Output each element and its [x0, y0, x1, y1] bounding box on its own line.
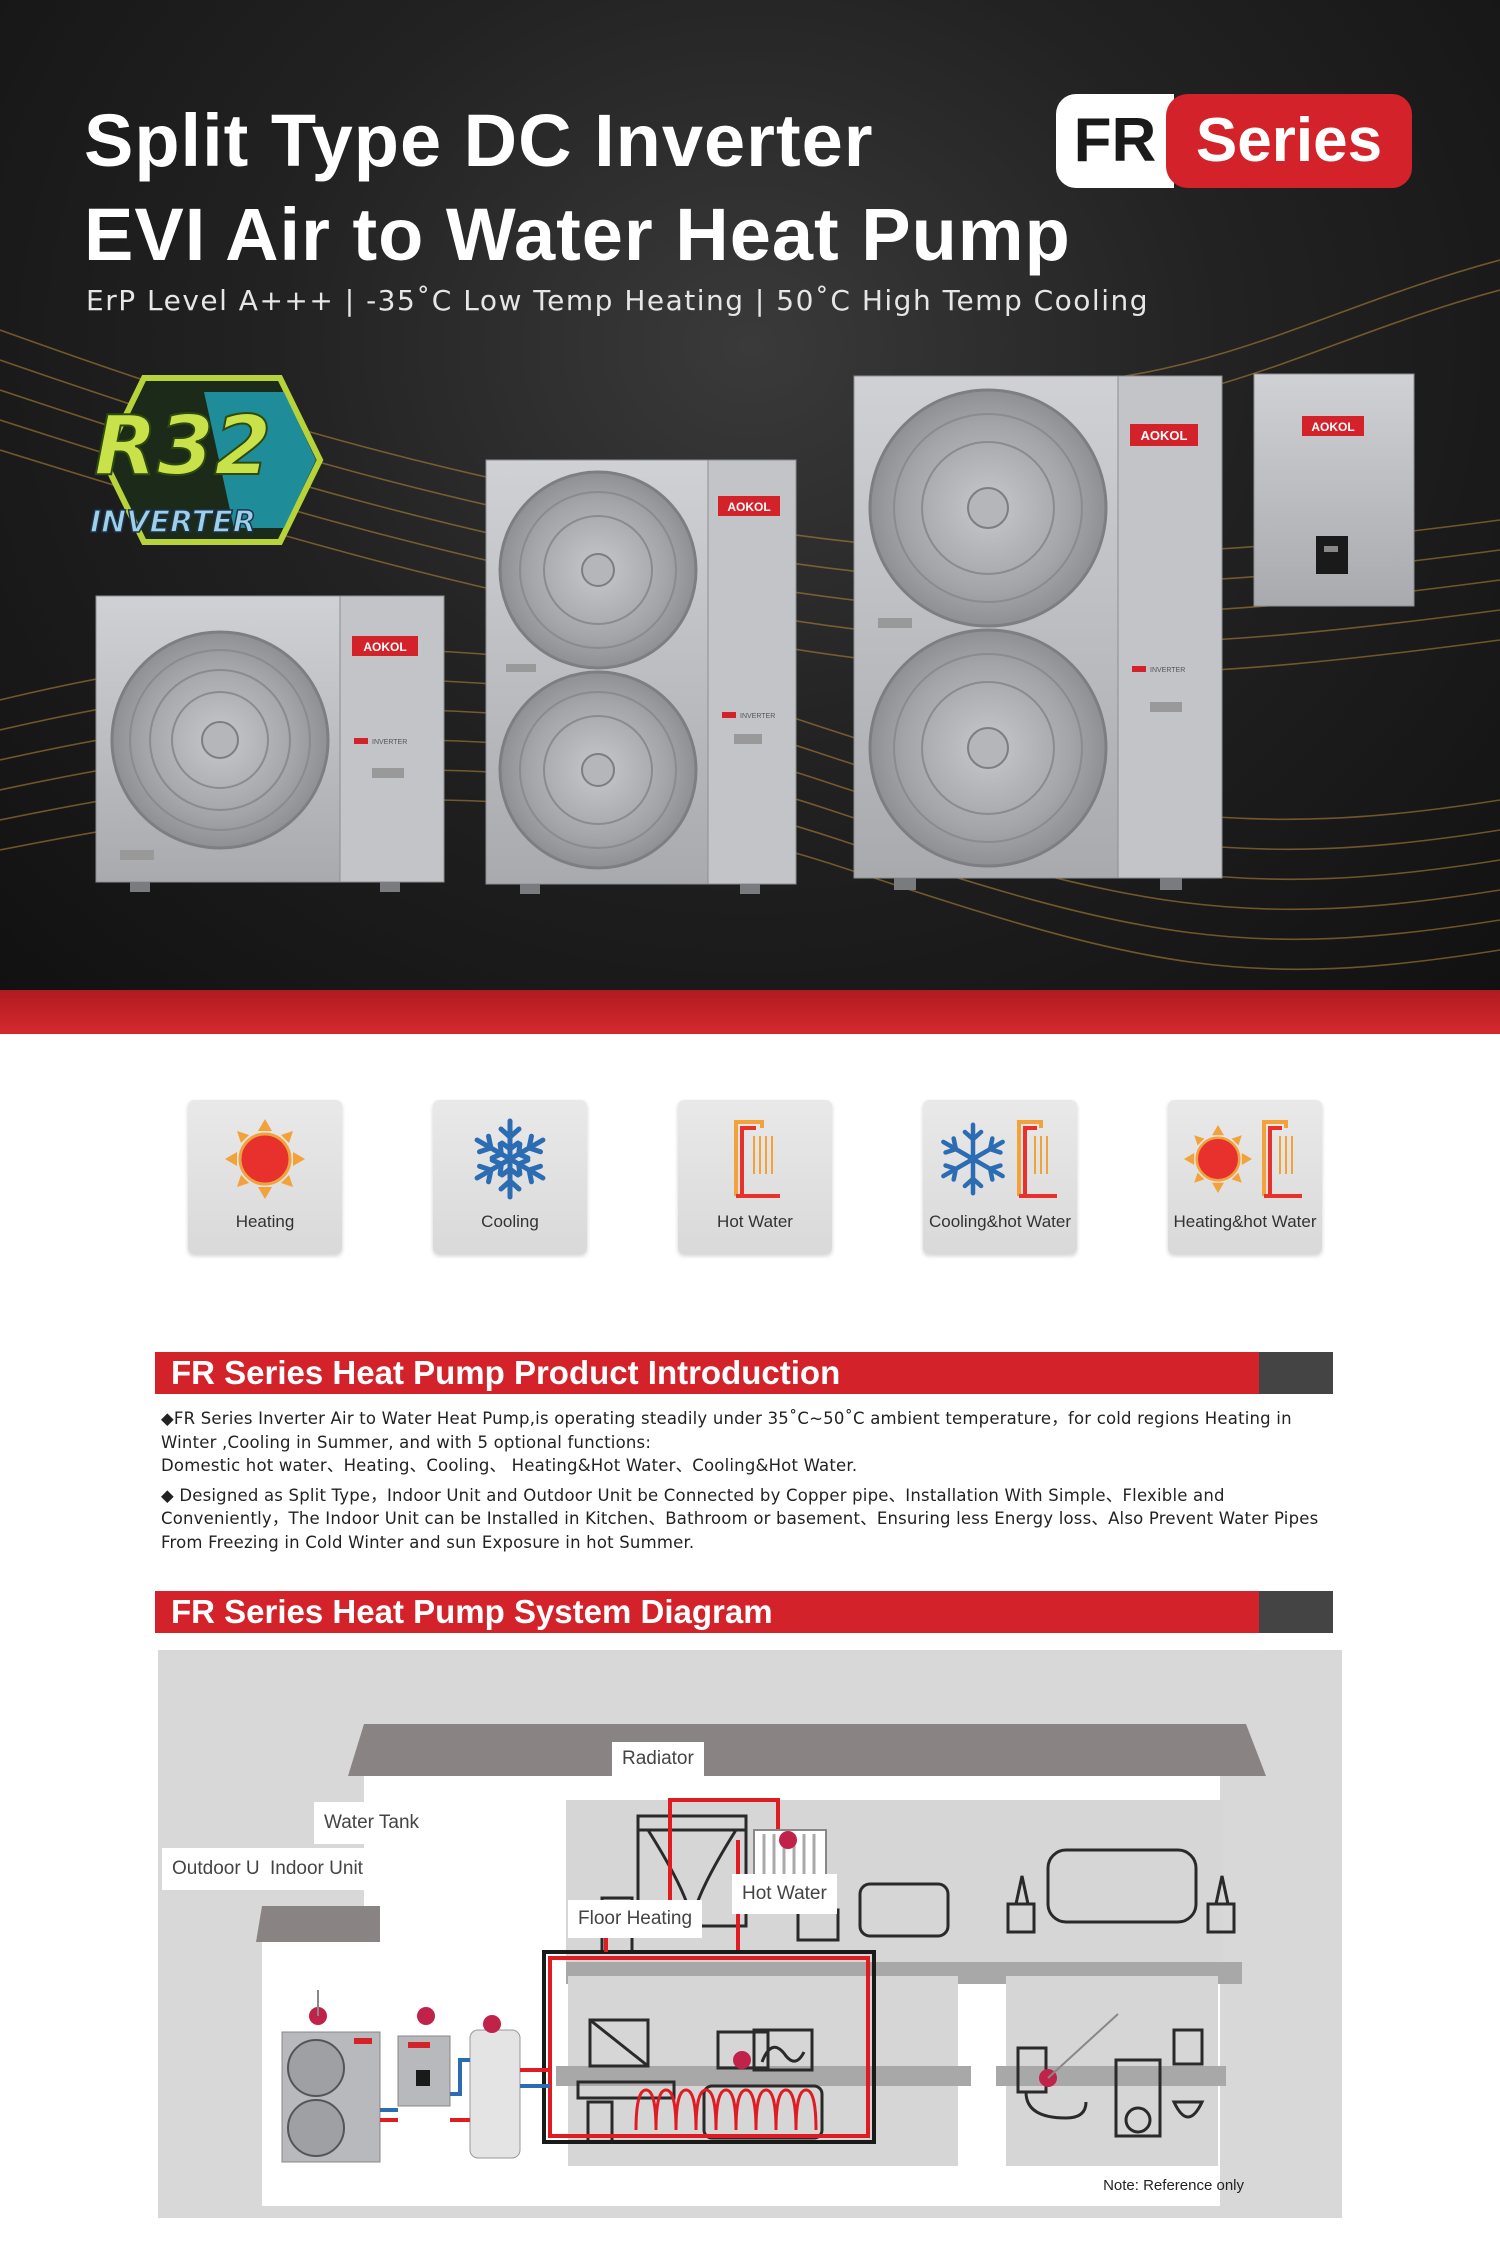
feature-label: Heating	[235, 1212, 295, 1231]
label-radiator: Radiator	[612, 1742, 704, 1776]
outdoor-unit-double-fan: AOKOL INVERTER	[485, 459, 797, 894]
brand-label: AOKOL	[363, 640, 406, 654]
label-hot-water: Hot Water	[732, 1874, 837, 1914]
badge-fr-text: FR	[1056, 94, 1174, 188]
intro-text: ◆FR Series Inverter Air to Water Heat Pu…	[161, 1407, 1341, 1560]
shower-icon	[734, 1120, 780, 1198]
heading-bar-dark-end	[1259, 1591, 1333, 1633]
diagram-heading: FR Series Heat Pump System Diagram	[171, 1593, 773, 1630]
sun-icon	[225, 1119, 305, 1199]
intro-paragraph-1b: Domestic hot water、Heating、Cooling、 Heat…	[161, 1456, 858, 1475]
house-illustration	[256, 1724, 1266, 2206]
r32-text: R32	[94, 399, 271, 494]
feature-heating-hot-water: Heating&hot Water	[1168, 1100, 1322, 1254]
hero-banner: Split Type DC Inverter EVI Air to Water …	[0, 0, 1500, 990]
feature-hot-water: Hot Water	[678, 1100, 832, 1254]
snowflake-icon	[474, 1118, 546, 1200]
brand-label: AOKOL	[727, 500, 770, 514]
r32-inverter-logo: R32 INVERTER	[89, 375, 324, 545]
system-diagram: Outdoor Unit Indoor Unit Water Tank Radi…	[158, 1650, 1342, 2218]
intro-paragraph-1: ◆FR Series Inverter Air to Water Heat Pu…	[161, 1409, 1292, 1452]
feature-label: Cooling	[481, 1212, 539, 1231]
indoor-unit: AOKOL	[1253, 373, 1415, 607]
intro-paragraph-2: ◆ Designed as Split Type，Indoor Unit and…	[161, 1485, 1319, 1552]
fr-series-badge: FR Series	[1056, 94, 1412, 188]
diagram-heading-bar: FR Series Heat Pump System Diagram	[155, 1591, 1333, 1633]
feature-cooling: Cooling	[433, 1100, 587, 1254]
label-indoor-unit: Indoor Unit	[260, 1848, 373, 1890]
outdoor-unit-single-fan: AOKOL INVERTER	[95, 595, 445, 892]
inverter-mark: INVERTER	[740, 713, 775, 720]
feature-icons-row: Heating Cooling Hot Water	[188, 1100, 1328, 1256]
feature-cooling-hot-water: Cooling&hot Water	[923, 1100, 1077, 1254]
feature-label: Cooling&hot Water	[928, 1212, 1072, 1231]
brand-label: AOKOL	[1311, 420, 1354, 434]
hero-title: Split Type DC Inverter EVI Air to Water …	[84, 94, 1071, 282]
intro-heading-bar: FR Series Heat Pump Product Introduction	[155, 1352, 1333, 1394]
heat-pump-units: AOKOL INVERTER AOKOL INVERTER	[95, 373, 1415, 894]
diagram-indoor-unit	[397, 2007, 451, 2107]
diagram-outdoor-unit	[281, 1990, 381, 2163]
brand-label: AOKOL	[1141, 428, 1188, 443]
inverter-mark: INVERTER	[372, 739, 407, 746]
reference-note: Note: Reference only	[1103, 2177, 1244, 2194]
inverter-text: INVERTER	[90, 505, 256, 540]
label-floor-heating: Floor Heating	[568, 1900, 703, 1938]
badge-series-text: Series	[1166, 94, 1412, 188]
feature-label: Hot Water	[717, 1212, 793, 1231]
hero-title-line1: Split Type DC Inverter	[84, 99, 874, 182]
feature-label: Heating&hot Water	[1173, 1212, 1317, 1231]
heading-bar-dark-end	[1259, 1352, 1333, 1394]
outdoor-unit-large-double-fan: AOKOL INVERTER	[853, 375, 1223, 890]
diagram-water-tank	[469, 2015, 521, 2159]
feature-heating: Heating	[188, 1100, 342, 1254]
inverter-mark: INVERTER	[1150, 667, 1185, 674]
red-divider-band	[0, 990, 1500, 1034]
snowflake-shower-icon	[941, 1120, 1057, 1198]
label-water-tank: Water Tank	[314, 1802, 430, 1844]
sun-shower-icon	[1184, 1120, 1302, 1198]
intro-heading: FR Series Heat Pump Product Introduction	[171, 1354, 841, 1391]
hero-subtitle: ErP Level A+++ | -35˚C Low Temp Heating …	[86, 284, 1150, 317]
floor-heating-coil	[634, 2088, 818, 2131]
hero-title-line2: EVI Air to Water Heat Pump	[84, 193, 1071, 276]
